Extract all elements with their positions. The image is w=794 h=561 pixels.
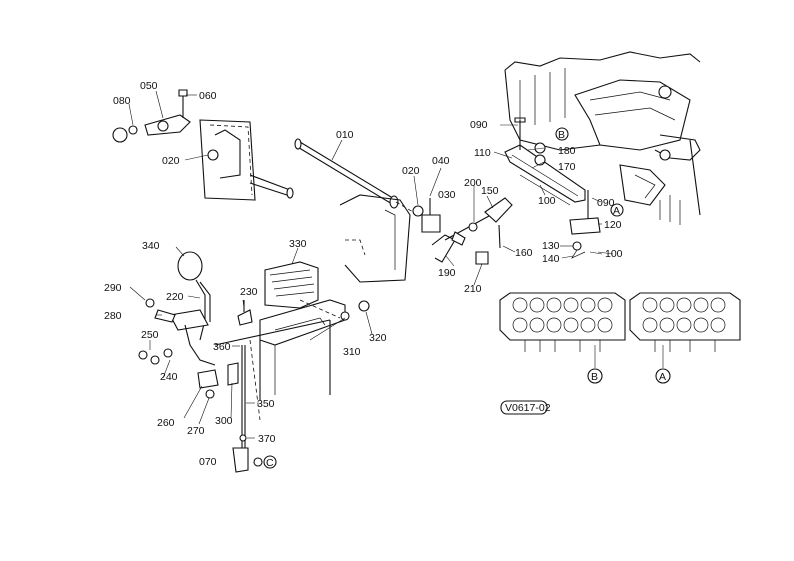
part-labels: 010 020 020 030 040 050 060 070 080 090 …: [104, 80, 623, 468]
label-180: 180: [558, 145, 576, 157]
label-140: 140: [542, 253, 560, 265]
callout-c-bottom: C: [266, 457, 274, 469]
control-valve-a: [629, 292, 741, 368]
drawing-code: V0617-02: [505, 402, 551, 414]
callout-a-valve: A: [659, 371, 666, 383]
label-090-right: 090: [597, 197, 615, 209]
shift-lever-assembly: [504, 117, 603, 259]
control-valve-b: [499, 292, 626, 368]
label-330: 330: [289, 238, 307, 250]
label-160: 160: [515, 247, 533, 259]
label-290: 290: [104, 282, 122, 294]
label-240: 240: [160, 371, 178, 383]
label-120: 120: [604, 219, 622, 231]
label-100-center: 100: [538, 195, 556, 207]
label-370: 370: [258, 433, 276, 445]
label-080: 080: [113, 95, 131, 107]
label-010: 010: [336, 129, 354, 141]
label-170: 170: [558, 161, 576, 173]
label-050: 050: [140, 80, 158, 92]
label-300: 300: [215, 415, 233, 427]
callout-markers: [263, 127, 671, 469]
label-340: 340: [142, 240, 160, 252]
main-rod: [294, 138, 421, 217]
center-bracket-assembly: [339, 194, 513, 283]
label-030: 030: [438, 189, 456, 201]
label-020-left: 020: [162, 155, 180, 167]
label-040: 040: [432, 155, 450, 167]
label-150: 150: [481, 185, 499, 197]
label-220: 220: [166, 291, 184, 303]
label-110: 110: [474, 147, 491, 159]
callout-b-top: B: [558, 129, 565, 141]
label-100-right: 100: [605, 248, 623, 260]
callout-a-top: A: [613, 205, 620, 217]
leader-lines: [128, 90, 614, 439]
label-310: 310: [343, 346, 361, 358]
label-210: 210: [464, 283, 482, 295]
left-bracket-assembly: [112, 89, 294, 201]
joystick-assembly: [138, 251, 331, 473]
label-200: 200: [464, 177, 482, 189]
housing-top-right: [504, 51, 701, 225]
label-070: 070: [199, 456, 217, 468]
label-270: 270: [187, 425, 205, 437]
label-060: 060: [199, 90, 217, 102]
label-090-top: 090: [470, 119, 488, 131]
drawing-code-stamp: V0617-02: [500, 400, 551, 415]
label-280: 280: [104, 310, 122, 322]
label-190: 190: [438, 267, 456, 279]
label-020-center: 020: [402, 165, 420, 177]
label-260: 260: [157, 417, 175, 429]
label-350: 350: [257, 398, 275, 410]
callout-letters: B A C B A: [266, 129, 666, 469]
callout-b-valve: B: [591, 371, 598, 383]
label-250: 250: [141, 329, 159, 341]
label-230: 230: [240, 286, 258, 298]
floor-panel: [249, 261, 370, 421]
label-130: 130: [542, 240, 560, 252]
label-320: 320: [369, 332, 387, 344]
label-360: 360: [213, 341, 231, 353]
